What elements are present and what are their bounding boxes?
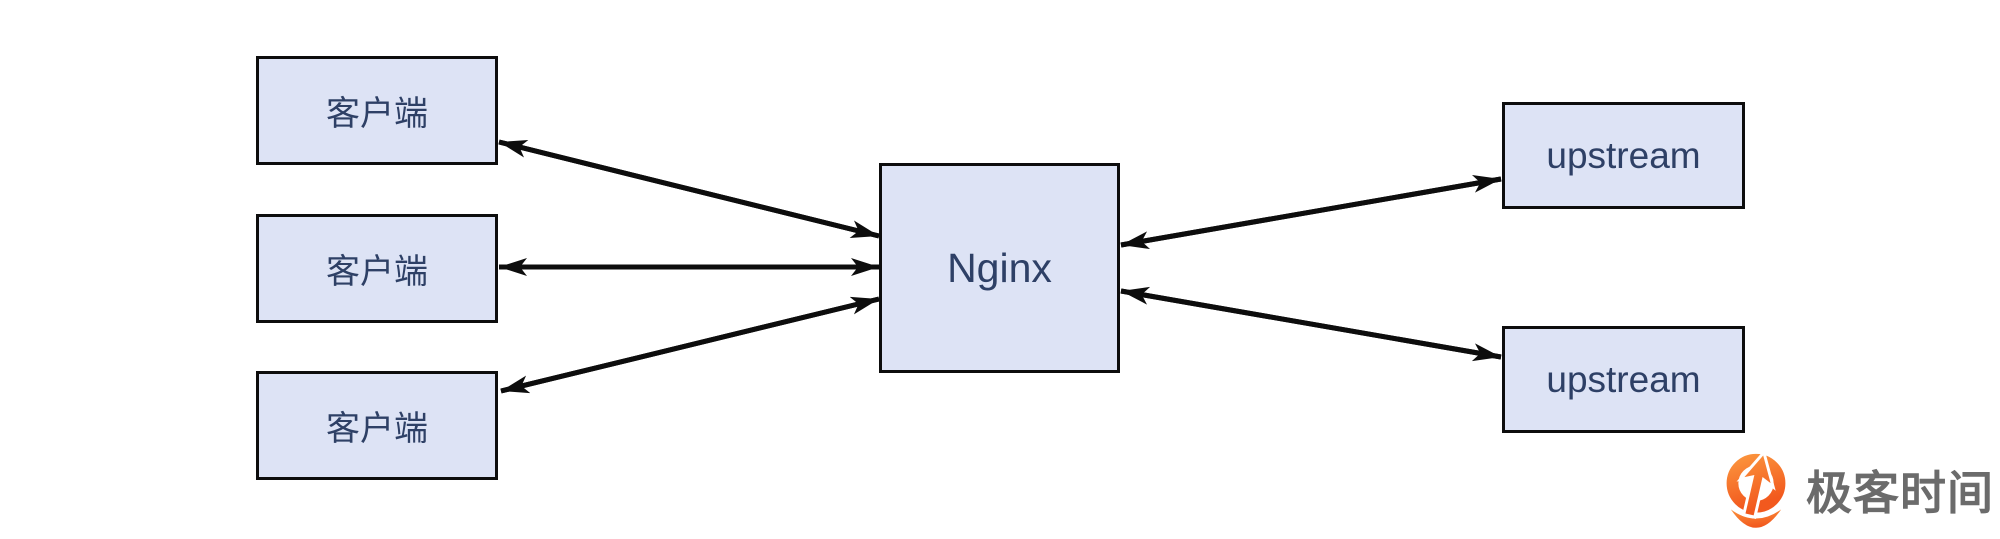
node-client-3: 客户端 <box>256 371 498 480</box>
geektime-logo-text: 极客时间 <box>1806 467 1994 519</box>
arrow-nginx-client1 <box>498 139 880 239</box>
node-client-1: 客户端 <box>256 56 498 165</box>
node-client-3-label: 客户端 <box>326 410 428 448</box>
node-nginx-label: Nginx <box>947 244 1052 291</box>
arrow-upstream1-nginx <box>1120 176 1502 250</box>
node-upstream-2-label: upstream <box>1546 358 1701 400</box>
geektime-logo: 极客时间 <box>1714 444 1994 536</box>
arrow-upstream2-nginx <box>1120 286 1502 360</box>
node-client-2-label: 客户端 <box>326 253 428 291</box>
node-upstream-1: upstream <box>1502 102 1745 209</box>
node-upstream-1-label: upstream <box>1546 134 1701 176</box>
geektime-pin-icon <box>1726 449 1786 528</box>
node-client-2: 客户端 <box>256 214 498 323</box>
node-client-1-label: 客户端 <box>326 95 428 133</box>
arrow-nginx-client3 <box>500 296 880 394</box>
node-nginx: Nginx <box>879 163 1120 373</box>
node-upstream-2: upstream <box>1502 326 1745 433</box>
